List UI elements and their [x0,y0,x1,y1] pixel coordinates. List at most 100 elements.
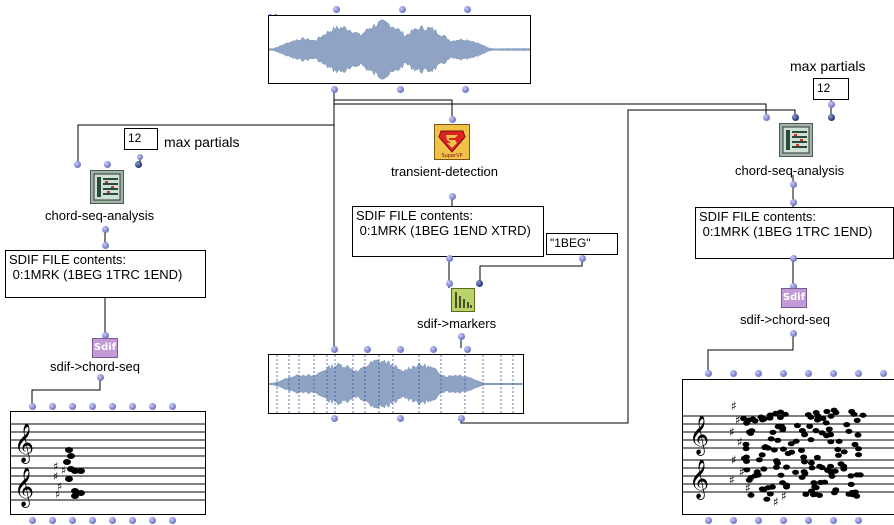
outlet-port[interactable] [397,86,404,93]
outlet-port[interactable] [129,517,136,524]
inlet-port[interactable] [792,114,799,121]
svg-text:♯: ♯ [53,460,58,473]
inlet-port[interactable] [149,403,156,410]
sdif-file-box[interactable]: SDIF FILE contents: 0:1MRK (1BEG 1TRC 1E… [5,250,206,298]
marker-type-input[interactable]: "1BEG" [546,233,618,255]
sdif-icon[interactable]: Sdif [92,338,118,358]
outlet-port[interactable] [462,86,469,93]
chord-seq-editor-left[interactable]: 𝄞 𝄞 ♯♯♯♯♯ [10,411,206,515]
inlet-port[interactable] [755,370,762,377]
sdif-to-chord-seq-label: sdif->chord-seq [50,359,140,374]
inlet-port[interactable] [790,199,797,206]
sdif-contents-title: SDIF FILE contents: [9,252,127,267]
outlet-port[interactable] [790,255,797,262]
supervp-icon[interactable]: SuperVP [434,124,470,160]
inlet-port[interactable] [331,346,338,353]
inlet-port[interactable] [855,370,862,377]
inlet-port[interactable] [430,346,437,353]
inlet-port[interactable] [49,403,56,410]
outlet-port[interactable] [730,517,737,524]
max-partials-label: max partials [790,58,866,74]
outlet-port[interactable] [169,517,176,524]
outlet-port[interactable] [755,517,762,524]
inlet-port[interactable] [129,403,136,410]
svg-text:♯: ♯ [739,465,745,479]
treble-clef-icon: 𝄞 [689,459,709,500]
max-partials-input[interactable]: 12 [813,78,849,100]
inlet-port[interactable] [333,6,340,13]
outlet-port[interactable] [331,86,338,93]
inlet-port[interactable] [74,161,81,168]
sound-editor-markers[interactable] [268,354,524,414]
sdif-icon-text: Sdif [93,342,117,353]
treble-clef-icon: 𝄞 [689,415,709,456]
svg-text:♯: ♯ [57,480,62,493]
outlet-port[interactable] [397,415,404,422]
inlet-port[interactable] [397,346,404,353]
outlet-port[interactable] [97,374,104,381]
inlet-port[interactable] [780,370,787,377]
outlet-port[interactable] [790,330,797,337]
outlet-port[interactable] [830,517,837,524]
inlet-port[interactable] [730,370,737,377]
sdif-contents-frames: 0:1MRK (1BEG 1TRC 1END) [699,224,873,239]
inlet-port[interactable] [102,332,109,339]
outlet-port[interactable] [331,415,338,422]
inlet-port[interactable] [828,114,835,121]
inlet-port[interactable] [880,370,887,377]
outlet-port[interactable] [828,101,835,108]
inlet-port[interactable] [805,370,812,377]
outlet-port[interactable] [790,181,797,188]
inlet-port[interactable] [364,346,371,353]
inlet-port[interactable] [69,403,76,410]
sdif-file-box[interactable]: SDIF FILE contents: 0:1MRK (1BEG 1END XT… [352,206,544,257]
outlet-port[interactable] [705,517,712,524]
inlet-port[interactable] [449,116,456,123]
markers-icon[interactable] [451,288,475,312]
outlet-port[interactable] [29,517,36,524]
outlet-port[interactable] [446,255,453,262]
svg-text:♯: ♯ [731,453,737,467]
outlet-port[interactable] [855,517,862,524]
max-partials-input[interactable]: 12 [124,128,158,150]
chord-seq-editor-right[interactable]: 𝄞 𝄞 ♯♯♯♯ ♯♯♯♯ ♯♯ [682,379,894,515]
inlet-port[interactable] [109,403,116,410]
inlet-port[interactable] [29,403,36,410]
inlet-port[interactable] [169,403,176,410]
inlet-port[interactable] [446,280,453,287]
outlet-port[interactable] [805,517,812,524]
outlet-port[interactable] [49,517,56,524]
chord-seq-analysis-icon[interactable] [779,123,813,157]
inlet-port[interactable] [830,370,837,377]
outlet-port[interactable] [458,415,465,422]
outlet-port[interactable] [579,255,586,262]
svg-text:♯: ♯ [61,464,66,477]
chord-seq-analysis-icon[interactable] [90,170,124,204]
inlet-port[interactable] [104,161,111,168]
inlet-port[interactable] [102,242,109,249]
outlet-port[interactable] [149,517,156,524]
outlet-port[interactable] [109,517,116,524]
sdif-contents-frames: 0:1MRK (1BEG 1TRC 1END) [9,267,183,282]
inlet-port[interactable] [790,283,797,290]
sdif-icon[interactable]: Sdif [781,288,807,308]
inlet-port[interactable] [399,6,406,13]
inlet-port[interactable] [464,6,471,13]
outlet-port[interactable] [69,517,76,524]
inlet-port[interactable] [89,403,96,410]
outlet-port[interactable] [102,226,109,233]
inlet-port[interactable] [763,114,770,121]
outlet-port[interactable] [449,193,456,200]
inlet-port[interactable] [137,154,143,160]
outlet-port[interactable] [458,333,465,340]
inlet-port[interactable] [705,370,712,377]
transient-detection-label: transient-detection [391,164,498,179]
sdif-contents-title: SDIF FILE contents: [699,209,817,224]
sdif-file-box[interactable]: SDIF FILE contents: 0:1MRK (1BEG 1TRC 1E… [695,207,894,259]
inlet-port[interactable] [476,280,483,287]
inlet-port[interactable] [135,161,142,168]
sound-editor-top[interactable] [268,15,531,84]
outlet-port[interactable] [780,517,787,524]
inlet-port[interactable] [464,346,471,353]
outlet-port[interactable] [89,517,96,524]
